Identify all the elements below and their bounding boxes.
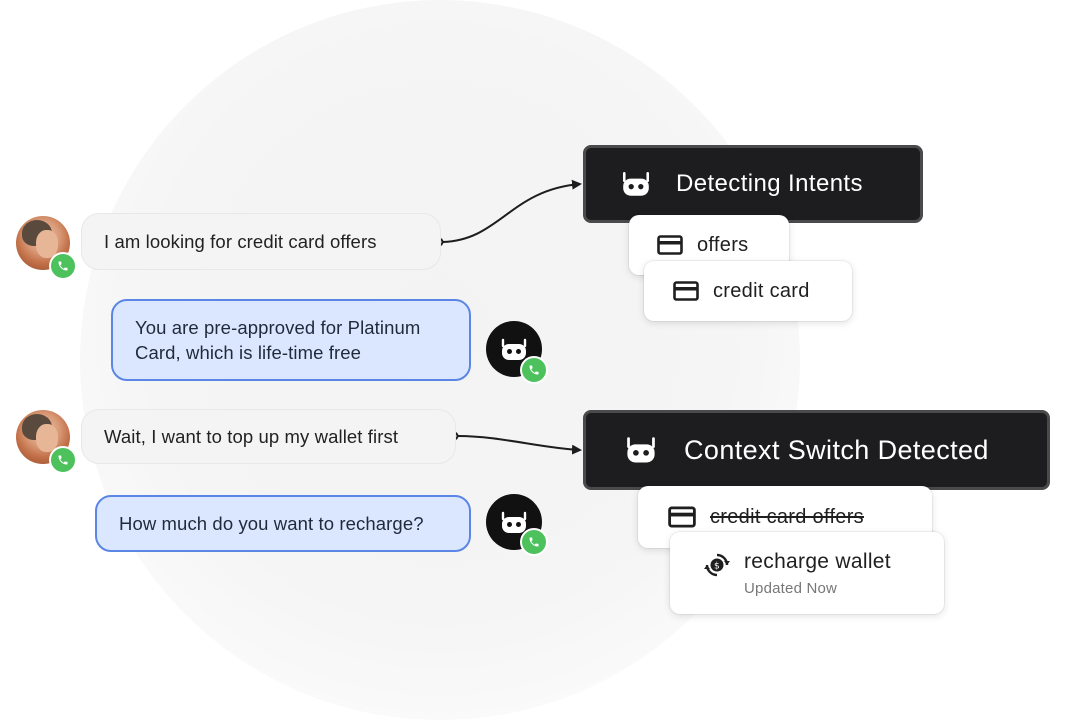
phone-call-icon: [520, 528, 548, 556]
context-switch-title: Context Switch Detected: [684, 434, 989, 465]
bot-message-bubble: How much do you want to recharge?: [95, 495, 471, 552]
user-message-bubble: I am looking for credit card offers: [81, 213, 441, 270]
intent-chip-label: credit card: [713, 279, 810, 302]
svg-text:$: $: [714, 561, 720, 571]
user-message-bubble: Wait, I want to top up my wallet first: [81, 409, 456, 464]
message-text: I am looking for credit card offers: [104, 231, 377, 252]
wallet-refresh-icon: $: [704, 552, 730, 578]
message-text: Wait, I want to top up my wallet first: [104, 426, 399, 447]
message-text-line-2: Card, which is life-time free: [135, 342, 361, 363]
credit-card-icon: [673, 281, 699, 301]
intent-chip: credit card: [644, 261, 852, 321]
robot-icon: [501, 338, 527, 360]
intent-chip-label: offers: [697, 233, 749, 256]
robot-icon: [627, 437, 655, 463]
intent-detection-box: Detecting Intents: [583, 145, 923, 223]
phone-call-icon: [520, 356, 548, 384]
credit-card-icon: [657, 235, 683, 255]
robot-icon: [622, 172, 650, 196]
phone-call-icon: [49, 446, 77, 474]
credit-card-icon: [668, 506, 696, 528]
new-intent-chip: $ recharge wallet Updated Now: [670, 532, 944, 614]
connector-2: [449, 431, 582, 455]
intent-box-title: Detecting Intents: [676, 170, 863, 197]
message-text: How much do you want to recharge?: [119, 513, 424, 534]
context-switch-box: Context Switch Detected: [583, 410, 1050, 490]
connector-1: [434, 179, 582, 247]
bot-message-bubble: You are pre-approved for Platinum Card, …: [111, 299, 471, 381]
new-intent-label: recharge wallet: [744, 549, 891, 573]
robot-icon: [501, 511, 527, 533]
message-text-line-1: You are pre-approved for Platinum: [135, 317, 421, 338]
previous-intent-label: credit card offers: [710, 505, 864, 528]
new-intent-status: Updated Now: [744, 579, 838, 597]
phone-call-icon: [49, 252, 77, 280]
